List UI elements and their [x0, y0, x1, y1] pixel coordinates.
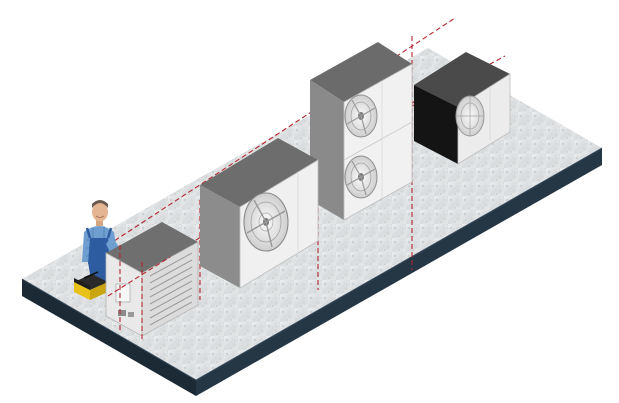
tall-dual-fan-unit — [310, 42, 413, 221]
single-fan-unit — [200, 138, 319, 289]
fan-grille — [243, 192, 289, 252]
black-single-fan-unit — [414, 52, 511, 165]
toolbox — [74, 271, 108, 300]
fan-grille — [455, 95, 485, 137]
louvres — [149, 252, 193, 326]
fan-grille-lower — [344, 155, 378, 199]
toolbox-icon — [74, 271, 108, 300]
fan-grille-upper — [344, 94, 378, 138]
guide-lines-front — [107, 245, 171, 342]
